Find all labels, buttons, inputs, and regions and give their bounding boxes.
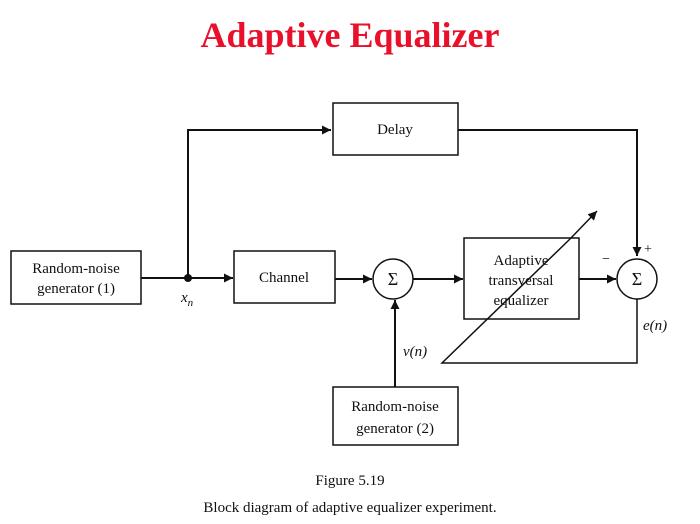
equalizer-line2: transversal: [489, 273, 554, 289]
sum1-sigma: Σ: [388, 269, 398, 289]
signal-xn-label: xn: [180, 290, 194, 309]
adaptation-arrow: [569, 210, 598, 240]
figure-number: Figure 5.19: [315, 473, 385, 489]
equalizer-line3: equalizer: [494, 293, 549, 309]
page-title: Adaptive Equalizer: [200, 15, 500, 55]
sum2-sigma: Σ: [632, 269, 642, 289]
noise-generator-2-line1: Random-noise: [351, 399, 439, 415]
noise-generator-1-line2: generator (1): [37, 281, 115, 297]
signal-en-label: e(n): [643, 318, 667, 334]
noise-generator-2-block: Random-noise generator (2): [332, 386, 459, 446]
delay-block: Delay: [332, 102, 459, 156]
error-feedback-path: [440, 238, 638, 364]
figure-caption: Block diagram of adaptive equalizer expe…: [203, 500, 497, 516]
delay-label: Delay: [377, 122, 413, 138]
wire-delay-to-sum2: [458, 129, 642, 256]
channel-label: Channel: [259, 270, 309, 286]
signal-vn-label: v(n): [403, 344, 427, 360]
sum1-node: Σ: [372, 258, 414, 300]
equalizer-block: Adaptive transversal equalizer: [463, 237, 580, 320]
equalizer-line1: Adaptive: [494, 253, 549, 269]
noise-generator-2-line2: generator (2): [356, 421, 434, 437]
plus-sign: +: [644, 242, 652, 257]
noise-generator-1-block: Random-noise generator (1): [10, 250, 142, 305]
noise-generator-1-line1: Random-noise: [32, 261, 120, 277]
minus-sign: −: [602, 252, 610, 267]
channel-block: Channel: [233, 250, 336, 304]
wire-branch-to-delay: [187, 125, 331, 278]
sum2-node: Σ: [616, 258, 658, 300]
